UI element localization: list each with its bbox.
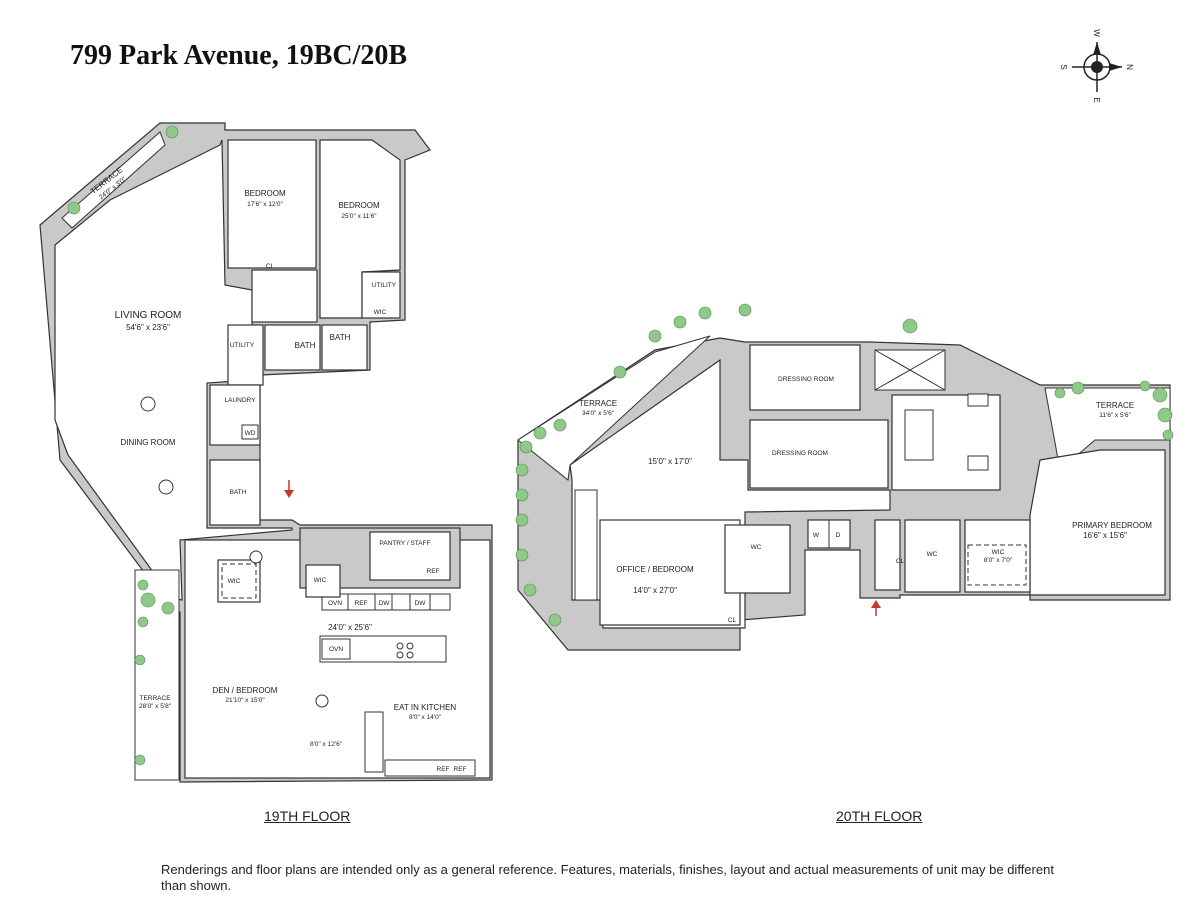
page-title: 799 Park Avenue, 19BC/20B <box>70 40 408 71</box>
label-bath-2: BATH <box>330 333 351 342</box>
room-wic-2 <box>217 559 261 603</box>
room-wc-1 <box>724 524 791 594</box>
room-bath-2 <box>321 324 368 371</box>
room-pantry <box>369 531 451 581</box>
room-dressing-1 <box>749 344 861 411</box>
label-den: DEN / BEDROOM <box>213 686 278 695</box>
dim-office: 14'0" x 27'0" <box>633 586 677 595</box>
label-wc-1: WC <box>751 544 762 551</box>
label-wc-2: WC <box>927 551 938 558</box>
label-terrace-w: TERRACE <box>579 399 617 408</box>
dim-den: 21'10" x 15'0" <box>225 697 265 704</box>
compass-icon: W N S E <box>1059 29 1134 102</box>
dim-terrace-sw: 28'0" x 5'8" <box>139 703 172 710</box>
label-terrace-sw: TERRACE <box>139 695 171 702</box>
compass-n: N <box>1125 64 1134 70</box>
compass-w: W <box>1092 29 1101 37</box>
label-primary-bedroom: PRIMARY BEDROOM <box>1072 521 1152 530</box>
compass-e: E <box>1092 97 1101 102</box>
appl-ref-3: REF <box>437 766 450 773</box>
label-d: D <box>836 532 841 539</box>
label-wd: WD <box>245 430 256 437</box>
label-dining-room: DINING ROOM <box>120 438 175 447</box>
floor-20-plan: TERRACE 34'0" x 5'6" DRESSING ROOM DRESS… <box>515 303 1174 651</box>
appl-ref-2: REF <box>427 568 440 575</box>
dim-terrace-w: 34'0" x 5'6" <box>582 410 615 417</box>
room-bath-1 <box>264 324 321 371</box>
dim-eat-in-kitchen: 8'0" x 14'0" <box>409 714 442 721</box>
label-bedroom-1: BEDROOM <box>244 189 286 198</box>
label-bedroom-2: BEDROOM <box>338 201 380 210</box>
label-wic-1: WIC <box>374 309 387 316</box>
dim-small-room: 8'0" x 12'6" <box>310 741 343 748</box>
label-bath-1: BATH <box>295 341 316 350</box>
label-dressing-2: DRESSING ROOM <box>772 450 828 457</box>
label-bath-3: BATH <box>230 489 247 496</box>
appl-ovn-1: OVN <box>328 600 342 607</box>
label-eat-in-kitchen: EAT IN KITCHEN <box>394 703 457 712</box>
label-wic-3: WIC <box>314 577 327 584</box>
compass-s: S <box>1059 64 1068 69</box>
label-wic-2: WIC <box>228 578 241 585</box>
dim-wic-20: 8'0" x 7'0" <box>984 557 1013 564</box>
room-bath-3 <box>209 459 261 526</box>
label-w: W <box>813 532 820 539</box>
label-utility-2: UTILITY <box>372 282 397 289</box>
appl-ref-1: REF <box>355 600 368 607</box>
label-cl-1: CL <box>896 558 905 565</box>
dim-bedroom-1: 17'6" x 12'0" <box>247 201 283 208</box>
terrace-w <box>517 335 711 481</box>
label-cl-2: CL <box>728 617 737 624</box>
appl-dw-2: DW <box>415 600 427 607</box>
dim-bedroom-2: 25'0" x 11'6" <box>341 213 377 220</box>
room-wic-20 <box>964 519 1031 593</box>
label-terrace-e: TERRACE <box>1096 401 1134 410</box>
label-dressing-1: DRESSING ROOM <box>778 376 834 383</box>
dim-main-20: 15'0" x 17'0" <box>648 457 692 466</box>
terrace-nw <box>61 131 166 229</box>
label-pantry: PANTRY / STAFF <box>379 540 430 547</box>
room-primary-bedroom <box>1029 449 1166 596</box>
room-bedroom-1 <box>227 139 317 269</box>
label-living-room: LIVING ROOM <box>115 310 182 321</box>
room-wc-2 <box>904 519 961 593</box>
floor-20-label: 20TH FLOOR <box>836 808 923 824</box>
dim-primary-bedroom: 16'6" x 15'6" <box>1083 531 1127 540</box>
label-wic-20: WIC <box>992 549 1005 556</box>
room-dressing-2 <box>749 419 889 489</box>
label-office: OFFICE / BEDROOM <box>616 565 694 574</box>
dim-kitchen: 24'0" x 25'6" <box>328 623 372 632</box>
disclaimer-text: Renderings and floor plans are intended … <box>161 862 1054 893</box>
room-bedroom-2 <box>319 139 401 319</box>
floor-19-plan: TERRACE 24'0" x 3'0" BEDROOM 17'6" x 12'… <box>39 122 493 783</box>
label-laundry: LAUNDRY <box>225 397 257 404</box>
appl-ovn-2: OVN <box>329 646 343 653</box>
dim-terrace-e: 11'6" x 5'6" <box>1099 412 1131 419</box>
room-office <box>599 519 741 626</box>
appl-dw-1: DW <box>379 600 391 607</box>
floor-19-label: 19TH FLOOR <box>264 808 351 824</box>
label-cl: CL <box>266 263 275 270</box>
appl-ref-4: REF <box>454 766 467 773</box>
label-utility-1: UTILITY <box>230 342 255 349</box>
dim-living-room: 54'6" x 23'6" <box>126 323 170 332</box>
